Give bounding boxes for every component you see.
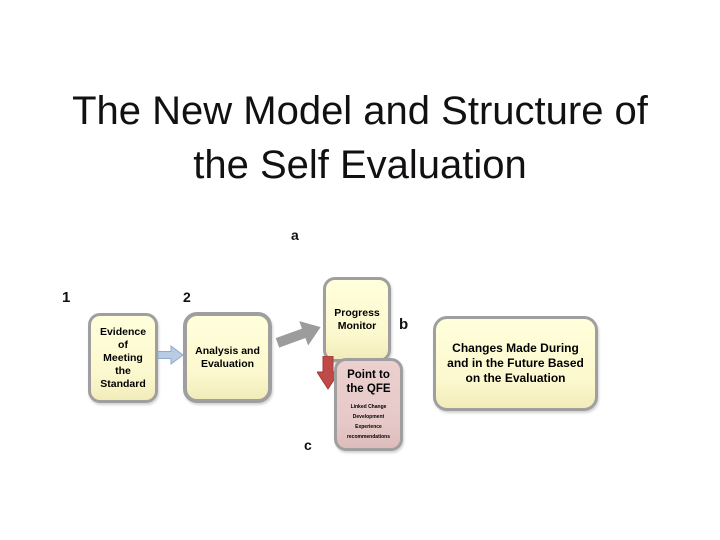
label-b: b — [399, 316, 409, 333]
point-to-qfe-box: Point to the QFE Linked Change Developme… — [334, 358, 403, 451]
analysis-box-text: Analysis and Evaluation — [195, 344, 260, 370]
changes-box: Changes Made During and in the Future Ba… — [433, 316, 598, 411]
evidence-box: Evidence of Meeting the Standard — [88, 313, 158, 403]
progress-monitor-box: Progress Monitor — [323, 277, 391, 362]
label-step-1: 1 — [62, 289, 71, 306]
evidence-box-text: Evidence of Meeting the Standard — [99, 325, 147, 390]
red-down-arrow-icon — [317, 356, 339, 390]
point-to-qfe-subtext: Linked Change Development Experience rec… — [346, 404, 391, 440]
label-a: a — [291, 227, 299, 243]
blue-right-arrow-icon — [157, 345, 184, 365]
progress-monitor-text: Progress Monitor — [334, 306, 380, 332]
slide-title: The New Model and Structure of the Self … — [72, 89, 648, 187]
label-step-2: 2 — [183, 289, 191, 305]
gray-right-arrow-icon — [275, 321, 321, 348]
point-to-qfe-text: Point to the QFE — [346, 369, 391, 395]
analysis-box: Analysis and Evaluation — [183, 312, 272, 403]
changes-box-text: Changes Made During and in the Future Ba… — [447, 341, 584, 385]
label-c: c — [304, 437, 312, 453]
